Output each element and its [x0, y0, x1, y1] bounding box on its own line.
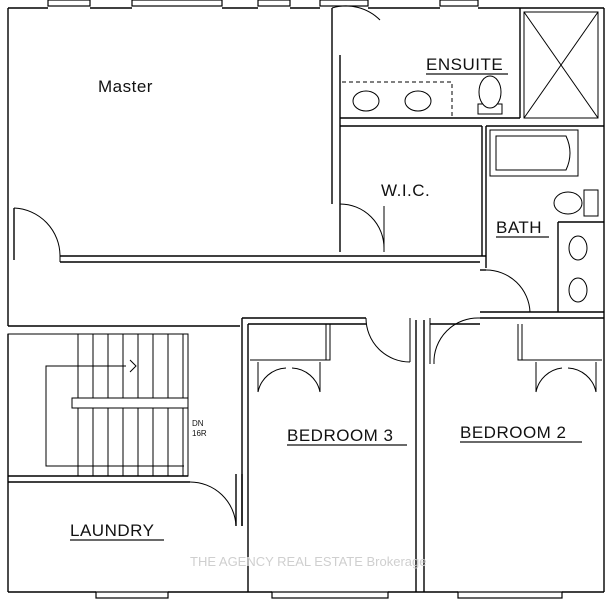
windows-bottom [95, 591, 563, 599]
wic-walls [339, 125, 483, 256]
laundry-door [189, 474, 243, 527]
stair-riser-count: 16R [192, 429, 207, 438]
stair-direction-label: DN [192, 419, 204, 428]
room-label-laundry: LAUNDRY [70, 521, 154, 540]
windows-top [47, 0, 479, 7]
room-label-bedroom-3: BEDROOM 3 [287, 426, 394, 445]
room-label-master: Master [98, 77, 153, 96]
bedroom-walls [241, 317, 602, 592]
watermark: THE AGENCY REAL ESTATE Brokerage [190, 554, 427, 569]
master-walls [8, 5, 486, 327]
room-label-bath: BATH [496, 218, 542, 237]
room-label-bedroom-2: BEDROOM 2 [460, 423, 567, 442]
room-label-wic: W.I.C. [381, 181, 430, 200]
bath-walls [480, 125, 604, 319]
room-label-ensuite: ENSUITE [426, 55, 503, 74]
ensuite-walls [340, 8, 599, 119]
staircase [7, 333, 190, 483]
